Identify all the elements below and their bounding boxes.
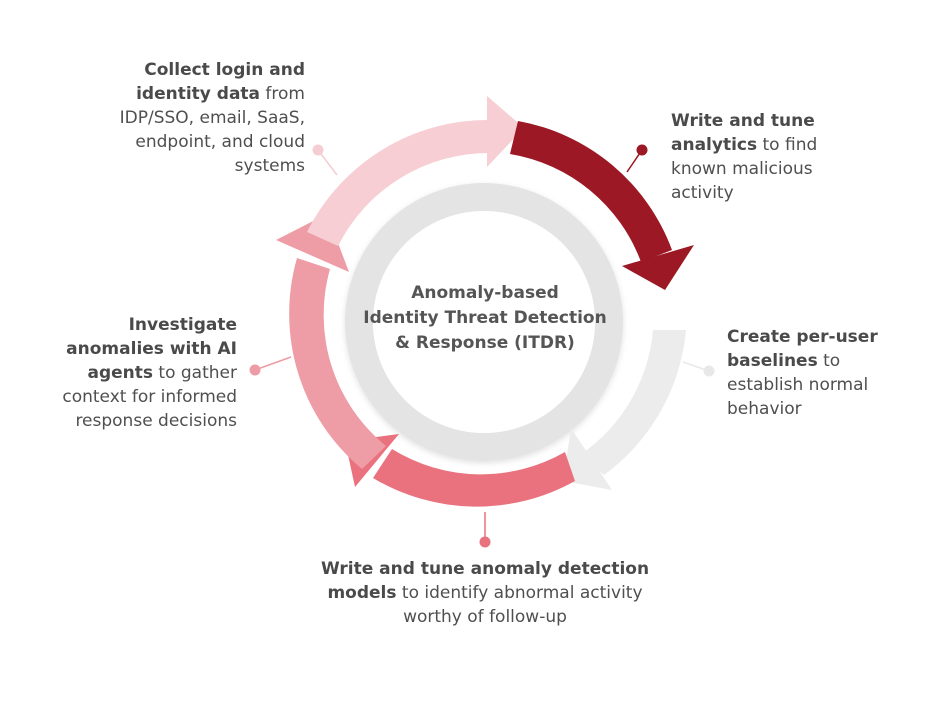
- dot-analytics: [636, 144, 648, 156]
- arc-investigate: [289, 258, 386, 469]
- step-collect-text: from IDP/SSO, email, SaaS, endpoint, and…: [119, 84, 305, 176]
- dot-anomaly-models: [479, 536, 491, 548]
- arrowhead-analytics: [622, 245, 694, 290]
- dot-baselines: [703, 365, 715, 377]
- step-collect: Collect login and identity data from IDP…: [95, 58, 305, 178]
- arrowhead-collect: [487, 96, 524, 167]
- center-title-line-3: & Response (ITDR): [395, 333, 575, 353]
- inner-ring: [345, 183, 623, 461]
- arc-analytics: [510, 121, 672, 262]
- cycle-center-title: Anomaly-based Identity Threat Detection …: [345, 281, 625, 356]
- arc-baselines: [580, 330, 686, 475]
- step-baselines: Create per-user baselines to establish n…: [727, 325, 897, 421]
- step-baselines-text: to establish normal behavior: [727, 351, 869, 419]
- center-title-line-2: Identity Threat Detection: [363, 308, 607, 328]
- step-collect-bold: Collect login and identity data: [136, 60, 305, 104]
- center-disc: [373, 211, 595, 433]
- step-analytics-bold: Write and tune analytics: [671, 111, 815, 155]
- arc-collect: [307, 119, 490, 246]
- center-title-line-1: Anomaly-based: [411, 283, 559, 303]
- dot-investigate: [249, 364, 261, 376]
- arrowhead-baselines: [563, 428, 612, 490]
- connector-investigate: [254, 356, 292, 371]
- step-investigate: Investigate anomalies with AI agents to …: [40, 313, 237, 433]
- step-anomaly-models-text: to identify abnormal activity worthy of …: [396, 583, 643, 627]
- step-baselines-bold: Create per-user baselines: [727, 327, 878, 371]
- step-anomaly-models-bold: Write and tune anomaly detection models: [320, 559, 650, 603]
- step-anomaly-models: Write and tune anomaly detection models …: [320, 557, 650, 629]
- step-investigate-text: to gather context for informed response …: [62, 363, 237, 431]
- step-investigate-bold: Investigate anomalies with AI agents: [66, 315, 237, 383]
- step-analytics: Write and tune analytics to find known m…: [671, 109, 831, 205]
- step-analytics-text: to find known malicious activity: [671, 135, 818, 203]
- dot-collect: [312, 144, 324, 156]
- arc-anomaly-models: [373, 449, 575, 507]
